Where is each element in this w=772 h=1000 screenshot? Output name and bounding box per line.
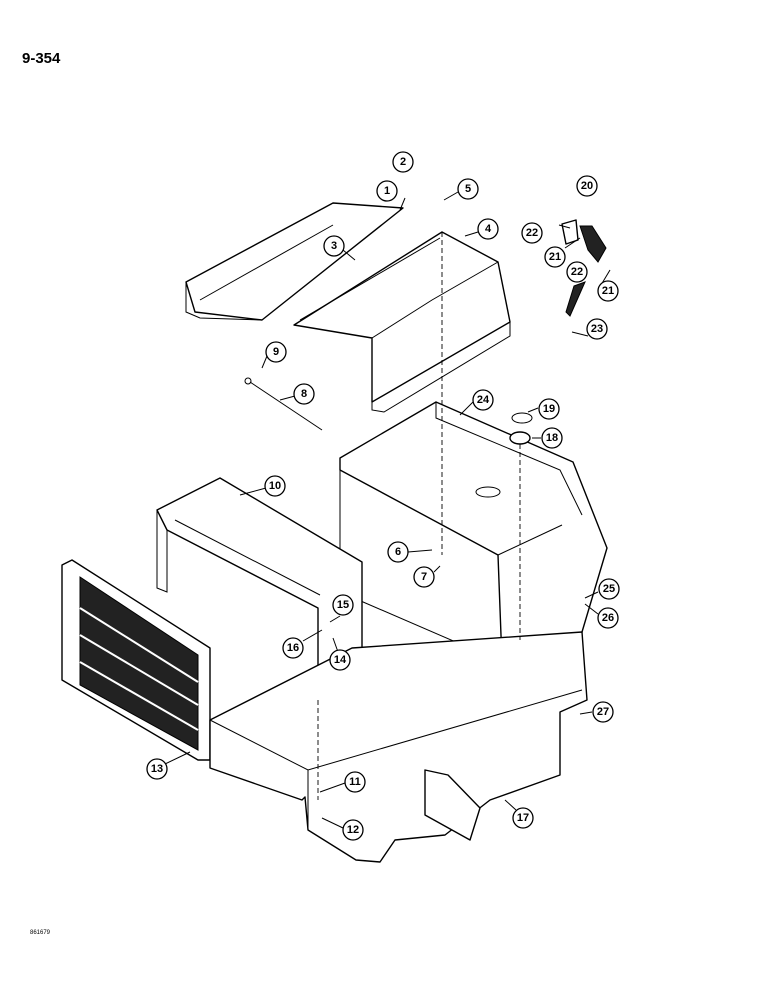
- callout-22a: 22: [521, 222, 543, 244]
- radiator-grille: [61, 559, 211, 761]
- frame-base: [209, 631, 588, 863]
- svg-text:12: 12: [347, 824, 359, 836]
- svg-text:1: 1: [384, 185, 390, 197]
- callout-1: 1: [376, 180, 398, 202]
- callout-20: 20: [576, 175, 598, 197]
- svg-text:8: 8: [301, 388, 307, 400]
- svg-text:5: 5: [465, 183, 471, 195]
- callout-21b: 21: [597, 280, 619, 302]
- svg-text:18: 18: [546, 432, 558, 444]
- callout-3: 3: [323, 235, 345, 257]
- svg-text:22: 22: [571, 266, 583, 278]
- callout-13: 13: [146, 758, 168, 780]
- callout-5: 5: [457, 178, 479, 200]
- svg-text:17: 17: [517, 812, 529, 824]
- svg-text:10: 10: [269, 480, 281, 492]
- callout-16: 16: [282, 637, 304, 659]
- latch-assembly: [561, 219, 607, 317]
- svg-text:7: 7: [421, 571, 427, 583]
- image-code: 861679: [30, 930, 51, 936]
- svg-text:27: 27: [597, 706, 609, 718]
- svg-text:3: 3: [331, 240, 337, 252]
- callout-23: 23: [586, 318, 608, 340]
- svg-text:25: 25: [603, 583, 615, 595]
- svg-text:4: 4: [485, 223, 492, 235]
- callout-6: 6: [387, 541, 409, 563]
- svg-text:16: 16: [287, 642, 299, 654]
- svg-text:13: 13: [151, 763, 163, 775]
- alignment-lines: [317, 232, 521, 800]
- svg-text:21: 21: [602, 285, 614, 297]
- page-number: 9-354: [22, 50, 61, 67]
- svg-text:20: 20: [581, 180, 593, 192]
- callout-18: 18: [541, 427, 563, 449]
- svg-text:15: 15: [337, 599, 349, 611]
- callout-26: 26: [597, 607, 619, 629]
- callout-14: 14: [329, 649, 351, 671]
- callout-9: 9: [265, 341, 287, 363]
- callout-21a: 21: [544, 246, 566, 268]
- callout-15: 15: [332, 594, 354, 616]
- rear-housing: [339, 401, 608, 663]
- svg-text:2: 2: [400, 156, 406, 168]
- svg-text:24: 24: [477, 394, 490, 406]
- callout-27: 27: [592, 701, 614, 723]
- callout-4: 4: [477, 218, 499, 240]
- filler-caps: [509, 412, 533, 445]
- svg-text:19: 19: [543, 403, 555, 415]
- svg-text:9: 9: [273, 346, 279, 358]
- svg-text:23: 23: [591, 323, 603, 335]
- callout-7: 7: [413, 566, 435, 588]
- callout-10: 10: [264, 475, 286, 497]
- callout-22b: 22: [566, 261, 588, 283]
- svg-text:14: 14: [334, 654, 347, 666]
- callout-8: 8: [293, 383, 315, 405]
- callout-2: 2: [392, 151, 414, 173]
- svg-text:11: 11: [349, 776, 361, 788]
- callout-17: 17: [512, 807, 534, 829]
- svg-text:6: 6: [395, 546, 401, 558]
- callout-12: 12: [342, 819, 364, 841]
- svg-text:21: 21: [549, 251, 561, 263]
- hood-top-panel: [185, 202, 404, 321]
- svg-text:22: 22: [526, 227, 538, 239]
- callout-19: 19: [538, 398, 560, 420]
- callout-24: 24: [472, 389, 494, 411]
- svg-text:26: 26: [602, 612, 614, 624]
- callout-11: 11: [344, 771, 366, 793]
- support-rod: [244, 377, 323, 431]
- callout-25: 25: [598, 578, 620, 600]
